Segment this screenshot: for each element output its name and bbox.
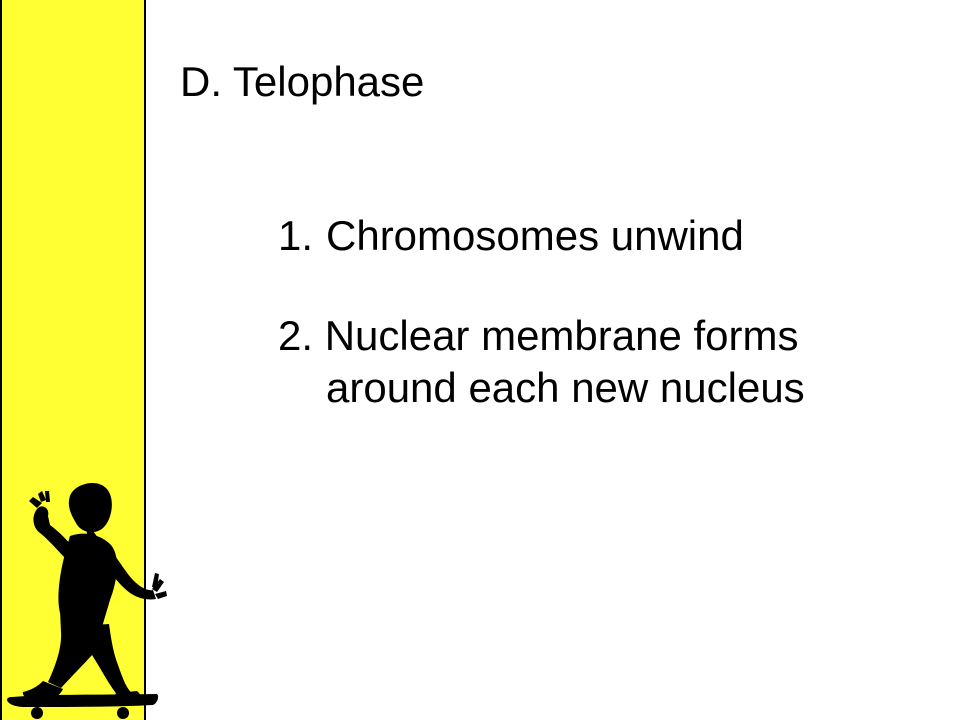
skateboarder-silhouette-icon	[7, 482, 167, 719]
list-item-number: 1.	[278, 212, 314, 259]
list-item-nuclear-membrane: 2. Nuclear membrane forms around each ne…	[278, 312, 805, 411]
list-item-text: Chromosomes unwind	[326, 212, 744, 259]
slide-heading: D. Telophase	[180, 58, 425, 105]
list-item-chromosomes: 1. Chromosomes unwind	[278, 210, 918, 262]
telophase-steps: 1. Chromosomes unwind 2. Nuclear membran…	[278, 210, 918, 462]
